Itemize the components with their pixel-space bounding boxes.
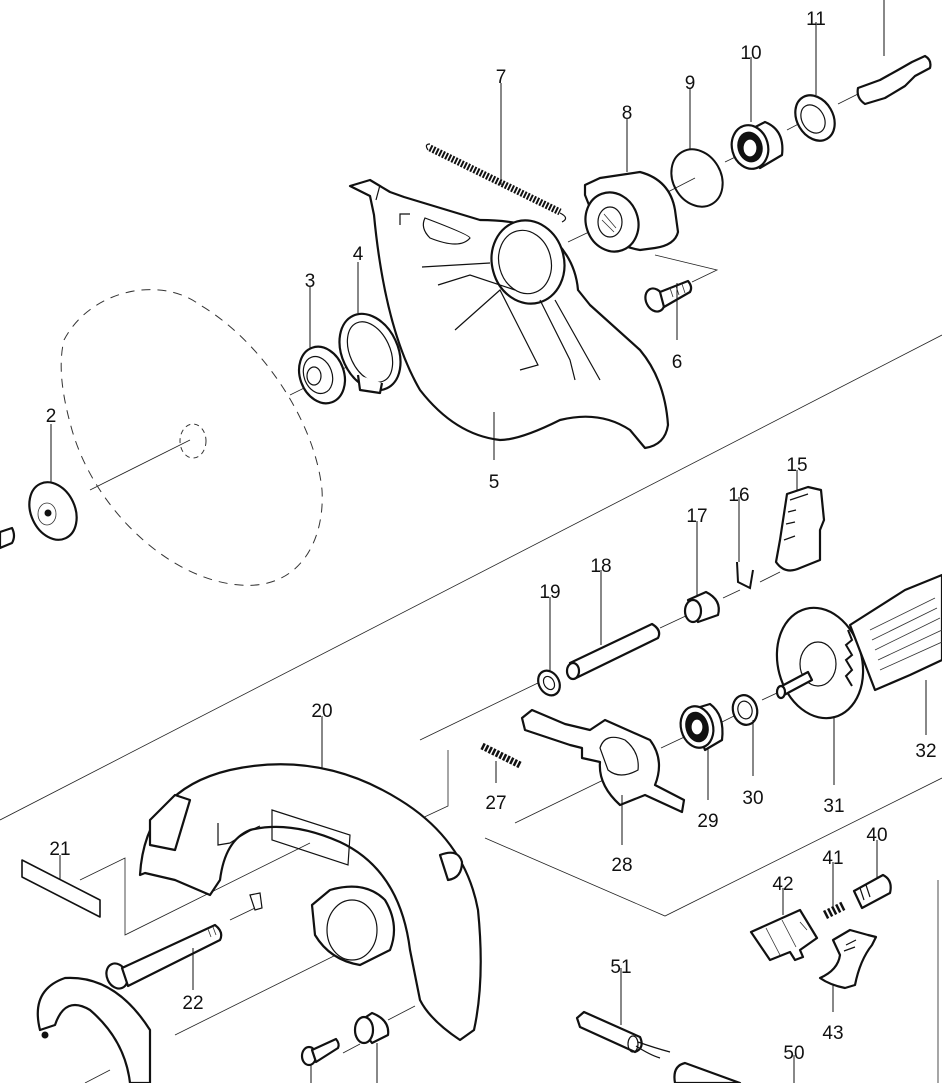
part-label-22: 22 — [182, 993, 203, 1014]
saw-blade-phantom — [60, 289, 323, 586]
part-40-lock-button[interactable] — [852, 873, 892, 910]
part-17-sleeve[interactable] — [683, 590, 720, 624]
spindle[interactable] — [856, 0, 932, 106]
part-16-pin[interactable] — [736, 561, 754, 590]
label-leader-lines — [50, 22, 927, 1083]
part-label-31: 31 — [823, 796, 844, 817]
part-label-28: 28 — [611, 855, 632, 876]
part-label-43: 43 — [822, 1023, 843, 1044]
guide-line-main-diagonal-upper — [0, 334, 942, 821]
part-32-armature[interactable] — [844, 573, 942, 692]
part-2-outer-flange[interactable] — [0, 475, 86, 550]
part-label-27: 27 — [485, 793, 506, 814]
part-label-40: 40 — [866, 825, 887, 846]
part-label-21: 21 — [49, 839, 70, 860]
part-4-retaining-ring[interactable] — [328, 304, 413, 400]
part-label-11: 11 — [806, 9, 826, 30]
guide-line-spacer — [387, 1005, 416, 1021]
guide-line-lever-15 — [759, 571, 781, 583]
part-label-4: 4 — [353, 244, 364, 265]
guide-line-bottom-left — [84, 1069, 111, 1083]
part-label-7: 7 — [496, 67, 507, 88]
part-27-compression-spring[interactable] — [480, 742, 522, 769]
part-label-30: 30 — [742, 788, 763, 809]
part-29-ball-bearing[interactable] — [676, 702, 724, 752]
part-label-50: 50 — [783, 1043, 804, 1064]
part-label-5: 5 — [489, 472, 500, 493]
part-label-42: 42 — [772, 874, 793, 895]
guide-line-shaft-19 — [419, 681, 541, 741]
part-18-shaft[interactable] — [565, 622, 661, 681]
part-label-6: 6 — [672, 352, 683, 373]
part-label-10: 10 — [740, 43, 761, 64]
part-label-51: 51 — [610, 957, 631, 978]
part-3-inner-flange[interactable] — [291, 340, 352, 410]
lower-case-arc — [36, 976, 152, 1083]
part-51-noise-suppressor[interactable] — [575, 1010, 671, 1059]
part-label-8: 8 — [622, 103, 633, 124]
guide-line-label-21 — [79, 842, 311, 936]
part-label-20: 20 — [311, 701, 332, 722]
part-label-16: 16 — [728, 485, 749, 506]
guide-line-case-lower — [174, 947, 351, 1036]
part-11-ring[interactable] — [787, 88, 842, 148]
part-8-bearing-box[interactable] — [577, 170, 680, 259]
spacer[interactable] — [353, 1011, 390, 1083]
part-label-41: 41 — [822, 848, 843, 869]
part-7-tension-spring[interactable] — [425, 143, 567, 223]
small-bolt[interactable] — [300, 1037, 340, 1083]
part-28-shaft-lock-plate[interactable] — [520, 708, 686, 814]
part-label-9: 9 — [685, 73, 696, 94]
part-label-19: 19 — [539, 582, 560, 603]
part-20-blade-case[interactable] — [138, 763, 482, 1042]
part-19-washer[interactable] — [534, 667, 564, 700]
guide-line-bolt-22 — [229, 907, 256, 921]
guide-line-pin-16 — [722, 589, 741, 599]
guide-line-lower-bracket — [484, 777, 942, 917]
part-50-cord-guard[interactable] — [673, 1061, 742, 1083]
guide-line-blade-axis — [89, 439, 191, 491]
part-label-18: 18 — [590, 556, 611, 577]
guide-line-washer-bolt — [342, 1043, 361, 1054]
part-41-spring[interactable] — [822, 900, 848, 920]
part-10-ball-bearing[interactable] — [727, 120, 784, 173]
part-9-o-ring[interactable] — [661, 140, 733, 216]
part-30-insulation-washer[interactable] — [730, 692, 761, 727]
part-21-label[interactable] — [21, 859, 101, 918]
part-15-lever[interactable] — [774, 485, 826, 572]
part-22-bolt[interactable] — [102, 923, 223, 992]
part-43-switch-trigger[interactable] — [818, 928, 878, 990]
part-5-safety-cover-bracket[interactable] — [348, 178, 670, 450]
guide-line-screw-6 — [654, 254, 719, 283]
part-42-switch[interactable] — [749, 908, 819, 962]
guide-line-case-right — [417, 750, 449, 821]
part-31-fan[interactable] — [765, 598, 875, 728]
part-number-labels: 2 3 4 5 6 7 8 9 10 11 15 16 17 18 19 20 21 22 27 28 29 30 31 32… — [46, 9, 937, 1064]
part-label-15: 15 — [786, 455, 807, 476]
part-label-2: 2 — [46, 406, 57, 427]
part-label-29: 29 — [697, 811, 718, 832]
part-label-32: 32 — [915, 741, 936, 762]
part-label-17: 17 — [686, 506, 707, 527]
part-label-3: 3 — [305, 271, 316, 292]
part-6-screw[interactable] — [642, 279, 693, 315]
